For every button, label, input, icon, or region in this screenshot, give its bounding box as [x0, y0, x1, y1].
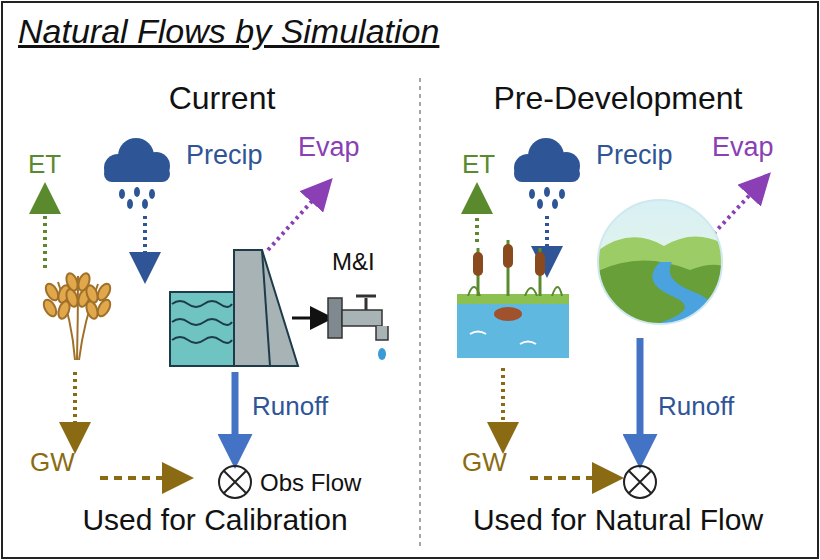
diagram-title: Natural Flows by Simulation — [18, 12, 439, 51]
flux-label: GW — [30, 448, 75, 478]
flux-label: GW — [462, 448, 507, 478]
gauge-label: Obs Flow — [260, 469, 361, 497]
panel-footer: Used for Natural Flow — [473, 503, 763, 538]
flux-label: ET — [28, 150, 61, 180]
use-label: M&I — [332, 248, 375, 276]
flux-label: Precip — [596, 140, 673, 171]
panel-footer: Used for Calibration — [82, 503, 347, 538]
panel-heading: Current — [169, 80, 276, 117]
panel-heading: Pre-Development — [494, 80, 743, 117]
flux-label: Runoff — [658, 392, 734, 422]
flux-label: Evap — [298, 132, 360, 163]
flux-label: ET — [462, 150, 495, 180]
flux-label: Precip — [186, 140, 263, 171]
flux-label: Runoff — [252, 392, 328, 422]
flux-label: Evap — [712, 132, 774, 163]
